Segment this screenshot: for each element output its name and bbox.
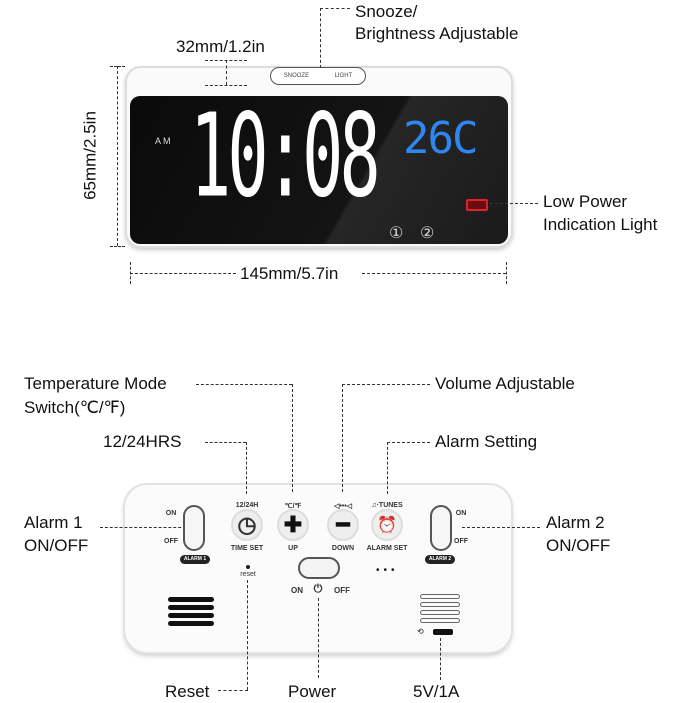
btn2-bottom-label: UP bbox=[288, 545, 298, 552]
power-label: Power bbox=[288, 682, 337, 701]
usb-icon: ⟲ bbox=[417, 627, 424, 636]
alarm2-icon: ② bbox=[420, 225, 435, 242]
btn1-bottom-label: TIME SET bbox=[230, 545, 264, 552]
snooze-label-1: Snooze/ bbox=[355, 2, 418, 21]
alarm1-on-text: ON bbox=[165, 510, 177, 517]
alarm1-icon: ① bbox=[389, 225, 404, 242]
vent-grill bbox=[420, 602, 460, 607]
reset-small-text: reset bbox=[240, 571, 256, 578]
alarm2-label-2: ON/OFF bbox=[546, 536, 611, 555]
btn1-top-label: 12/24H bbox=[235, 502, 259, 509]
power-switch[interactable] bbox=[298, 557, 340, 579]
vent-grill bbox=[420, 610, 460, 615]
down-button[interactable]: ━ bbox=[327, 509, 359, 541]
btn3-bottom-label: DOWN bbox=[331, 545, 355, 552]
clock-display bbox=[130, 96, 508, 244]
ampm-indicator: AM bbox=[155, 136, 173, 146]
dots-decoration: ••• bbox=[376, 565, 399, 576]
vent-grill bbox=[420, 618, 460, 623]
time-digits: 10:08 bbox=[190, 88, 381, 223]
alarm2-off-text: OFF bbox=[454, 538, 468, 545]
usb-label: 5V/1A bbox=[413, 682, 460, 701]
low-power-label-2: Indication Light bbox=[543, 215, 658, 234]
alarm-set-button[interactable]: ⏰ bbox=[371, 509, 403, 541]
temperature-digits: 26C bbox=[403, 113, 478, 164]
vent-grill bbox=[420, 594, 460, 599]
btn4-bottom-label: ALARM SET bbox=[366, 545, 408, 552]
btn4-top-label: ♫·TUNES bbox=[371, 502, 403, 509]
power-icon: ⏻ bbox=[313, 583, 323, 595]
volume-label: Volume Adjustable bbox=[435, 374, 575, 393]
btn3-top-label: ◁•••◁ bbox=[333, 503, 353, 510]
snooze-light-button[interactable]: SNOOZE LIGHT bbox=[270, 67, 366, 85]
snooze-text: SNOOZE bbox=[283, 73, 310, 79]
alarm1-badge: ALARM 1 bbox=[180, 555, 210, 564]
speaker-grill bbox=[168, 605, 214, 610]
btn2-top-label: ℃/℉ bbox=[284, 503, 302, 510]
alarm1-switch[interactable] bbox=[183, 505, 205, 551]
alarm2-badge: ALARM 2 bbox=[425, 555, 455, 564]
snooze-label-2: Brightness Adjustable bbox=[355, 24, 519, 43]
speaker-grill bbox=[168, 621, 214, 626]
speaker-grill bbox=[168, 597, 214, 602]
time-set-button[interactable]: ◷ bbox=[231, 509, 263, 541]
low-power-battery-icon bbox=[466, 199, 488, 211]
temp-mode-label-2: Switch(℃/℉) bbox=[24, 398, 126, 417]
reset-hole[interactable] bbox=[246, 565, 250, 569]
alarm2-switch[interactable] bbox=[430, 505, 452, 551]
power-off-text: OFF bbox=[334, 586, 350, 595]
alarm1-label-1: Alarm 1 bbox=[24, 513, 83, 532]
light-text: LIGHT bbox=[334, 73, 353, 79]
height-label: 65mm/2.5in bbox=[80, 111, 100, 200]
alarm-setting-label: Alarm Setting bbox=[435, 432, 538, 451]
temp-mode-label-1: Temperature Mode bbox=[24, 374, 167, 393]
alarm1-off-text: OFF bbox=[164, 538, 178, 545]
low-power-label-1: Low Power bbox=[543, 192, 628, 211]
power-on-text: ON bbox=[291, 586, 303, 595]
alarm2-label-1: Alarm 2 bbox=[546, 513, 605, 532]
reset-label: Reset bbox=[165, 682, 210, 701]
usb-port[interactable] bbox=[433, 629, 453, 635]
alarm1-label-2: ON/OFF bbox=[24, 536, 89, 555]
up-button[interactable]: ✚ bbox=[277, 509, 309, 541]
hrs-label: 12/24HRS bbox=[103, 432, 182, 451]
speaker-grill bbox=[168, 613, 214, 618]
width-label: 145mm/5.7in bbox=[240, 264, 339, 283]
alarm2-on-text: ON bbox=[455, 510, 467, 517]
depth-label: 32mm/1.2in bbox=[176, 37, 265, 56]
